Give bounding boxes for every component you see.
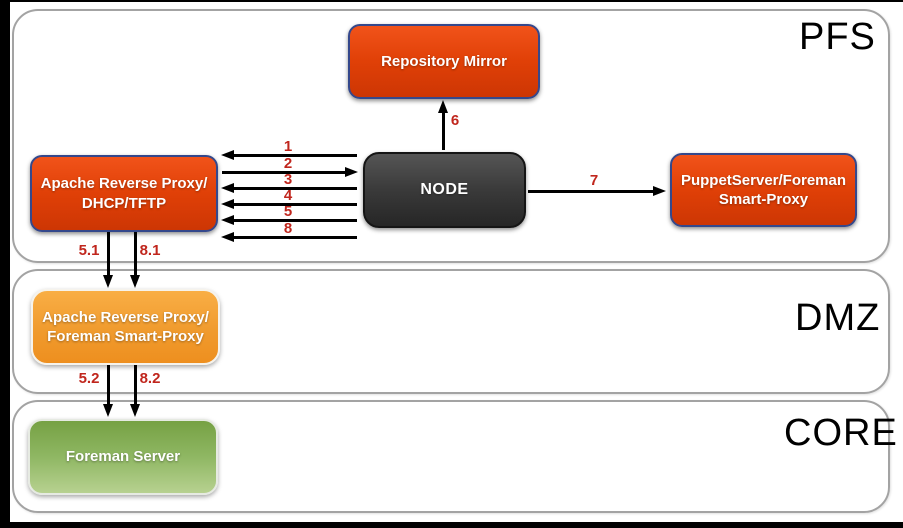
arrow-3-label: 3 xyxy=(283,171,293,188)
arrow-2-label: 2 xyxy=(283,155,293,172)
node-puppetserver-line2: Smart-Proxy xyxy=(718,191,809,208)
arrow-8-2-line xyxy=(133,365,137,405)
arrow-4-label: 4 xyxy=(283,187,293,204)
arrow-8-head-left-icon xyxy=(221,231,234,242)
arrow-1-line xyxy=(234,153,357,157)
node-apache-reverse-proxy-dmz-line2: Foreman Smart-Proxy xyxy=(47,328,204,345)
arrow-4-head-left-icon xyxy=(221,199,234,209)
arrow-6-head-up-icon xyxy=(437,100,448,113)
node-apache-reverse-proxy-pfs-line2: DHCP/TFTP xyxy=(81,194,167,212)
arrow-5-2-label: 5.2 xyxy=(78,370,100,387)
node-repository-mirror: Repository Mirror xyxy=(348,24,540,99)
zone-core xyxy=(12,400,890,513)
arrow-6-label: 6 xyxy=(450,112,460,129)
node-apache-reverse-proxy-pfs-line1: Apache Reverse Proxy/ xyxy=(40,175,208,192)
arrow-8-2-head-down-icon xyxy=(129,404,140,417)
arrow-5-1-line xyxy=(106,232,110,276)
arrow-8-1-head-down-icon xyxy=(129,275,140,288)
node-puppetserver: PuppetServer/Foreman Smart-Proxy xyxy=(670,153,857,227)
arrow-7-label: 7 xyxy=(589,172,599,189)
arrow-8-1-line xyxy=(133,232,137,276)
arrow-6-line xyxy=(441,112,445,150)
node-node: NODE xyxy=(363,152,526,228)
arrow-2-line xyxy=(222,170,345,174)
arrow-5-head-left-icon xyxy=(221,214,234,225)
node-foreman-server: Foreman Server xyxy=(28,419,218,495)
arrow-4-line xyxy=(234,203,357,206)
arrow-5-2-line xyxy=(106,365,110,405)
arrow-8-1-label: 8.1 xyxy=(139,242,161,259)
node-apache-reverse-proxy-dmz: Apache Reverse Proxy/ Foreman Smart-Prox… xyxy=(31,289,220,365)
node-node-label: NODE xyxy=(420,180,469,198)
arrow-5-1-label: 5.1 xyxy=(78,242,100,259)
arrow-3-line xyxy=(234,186,357,190)
arrow-1-head-left-icon xyxy=(221,149,234,160)
arrow-5-line xyxy=(234,218,357,222)
node-apache-reverse-proxy-dmz-line1: Apache Reverse Proxy/ xyxy=(42,308,209,326)
arrow-5-2-head-down-icon xyxy=(102,404,113,417)
arrow-7-line xyxy=(528,189,654,193)
arrow-5-1-head-down-icon xyxy=(102,275,113,288)
node-puppetserver-line1: PuppetServer/Foreman xyxy=(680,171,847,189)
arrow-5-label: 5 xyxy=(283,203,293,220)
zone-dmz xyxy=(12,269,890,394)
node-apache-reverse-proxy-pfs: Apache Reverse Proxy/ DHCP/TFTP xyxy=(30,155,218,232)
arrow-7-head-right-icon xyxy=(653,185,666,196)
zone-label-pfs: PFS xyxy=(799,16,876,58)
zone-label-core: CORE xyxy=(784,412,898,454)
arrow-8-2-label: 8.2 xyxy=(139,370,161,387)
arrow-3-head-left-icon xyxy=(221,182,234,193)
arrow-8-label: 8 xyxy=(283,220,293,237)
node-foreman-server-label: Foreman Server xyxy=(65,448,181,466)
arrow-8-line xyxy=(234,235,357,239)
zone-pfs xyxy=(12,9,890,263)
arrow-2-head-right-icon xyxy=(345,166,358,177)
arrow-1-label: 1 xyxy=(283,138,293,155)
node-repository-mirror-label: Repository Mirror xyxy=(381,52,507,70)
zone-label-dmz: DMZ xyxy=(795,297,881,339)
